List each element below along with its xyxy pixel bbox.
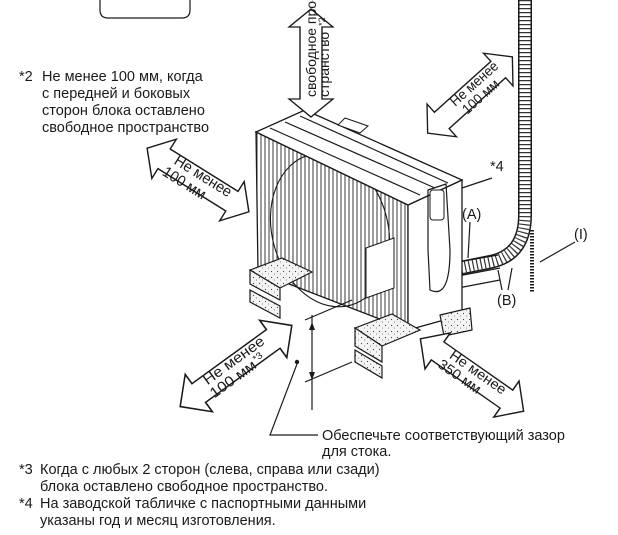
label-a: (A) [462, 207, 481, 223]
foam-blocks [248, 257, 473, 380]
label-i: (I) [574, 227, 588, 243]
footnote3-line1: Когда с любых 2 сторон (слева, справа ил… [40, 462, 380, 478]
valve-cover [427, 183, 451, 293]
top-box-fragment [99, 0, 191, 19]
note2-line: с передней и боковых [42, 86, 191, 102]
note2-mark: *2 [19, 69, 33, 85]
label-b: (B) [497, 293, 516, 309]
footnote3-line2: блока оставлено свободное пространство. [40, 479, 328, 495]
note2-line: сторон блока оставлено [42, 103, 205, 119]
outdoor-unit [254, 109, 464, 331]
rear-clearance-arrow: Не менее 100 мм [412, 39, 528, 151]
piping-insulation [457, 0, 534, 292]
footnote3-mark: *3 [19, 462, 33, 478]
front-right-clearance-arrow: Не менее 350 мм [407, 320, 537, 430]
label-star4: *4 [490, 159, 504, 175]
front-left-clearance-arrow: Не менее 100 мм*3 [165, 305, 307, 427]
footnote4-mark: *4 [19, 496, 33, 512]
left-clearance-arrow: Не менее 100 мм [134, 127, 262, 233]
svg-text:свободное про- странство: свободное про- странство *2 [303, 0, 332, 97]
footnote4-line2: указаны год и месяц изготовления. [40, 513, 276, 529]
note-2: *2 Не менее 100 мм, когда с передней и б… [19, 69, 209, 136]
drain-note-line1: Обеспечьте соответствующий зазор [322, 428, 565, 444]
top-clearance-line1: свободное про- [303, 0, 319, 97]
top-clearance-mark: *2 [317, 17, 327, 26]
note2-line: свободное пространство [42, 120, 209, 136]
footnotes: *3 Когда с любых 2 сторон (слева, справа… [19, 462, 380, 529]
drain-note-line2: для стока. [322, 444, 391, 460]
note2-line: Не менее 100 мм, когда [42, 69, 204, 85]
drain-clearance-dimension [269, 299, 353, 436]
top-clearance-line2: странство [316, 32, 332, 97]
footnote4-line1: На заводской табличке с паспортными данн… [40, 496, 366, 512]
